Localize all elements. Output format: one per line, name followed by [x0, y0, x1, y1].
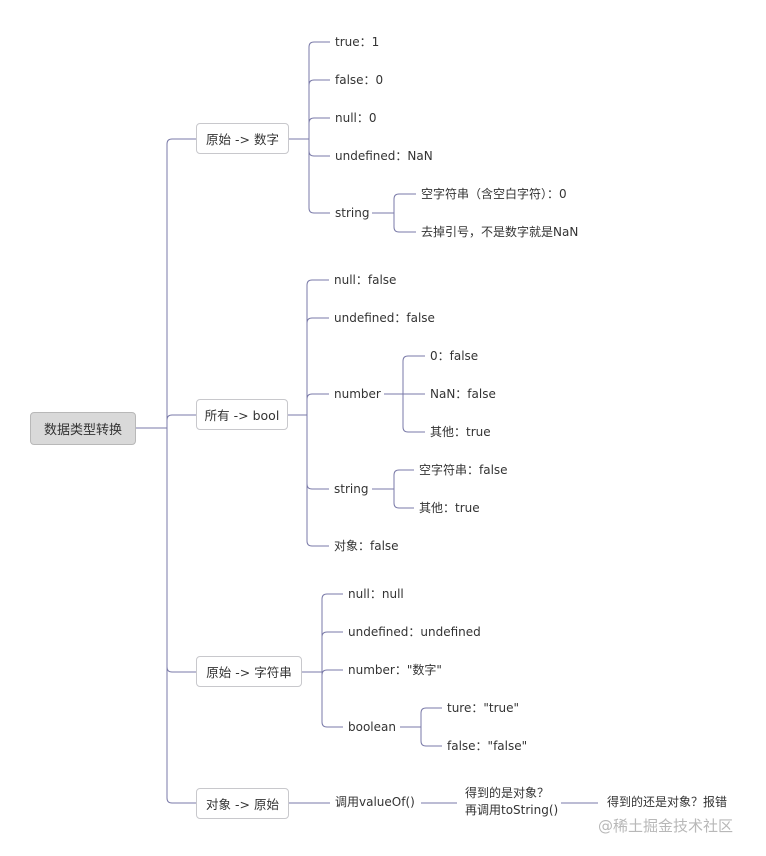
b2-edge-4 [306, 415, 329, 547]
b3-edge-3 [321, 672, 343, 728]
b1-item-true: true：1 [335, 35, 380, 49]
b2-string-child-other: 其他：true [419, 501, 480, 515]
b2-item-string: string [334, 482, 369, 496]
b1-edge-3 [308, 139, 330, 157]
b4-step-error: 得到的还是对象？报错 [607, 795, 728, 809]
b2-string-edge-0 [393, 469, 414, 489]
b2-number-child-other: 其他：true [430, 425, 491, 439]
b2-number-edge-0 [402, 355, 425, 394]
b1-string-child-strip: 去掉引号，不是数字就是NaN [421, 225, 579, 239]
b1-string-edge-0 [393, 193, 416, 213]
b1-item-false: false：0 [335, 73, 384, 87]
b2-edge-1 [306, 317, 329, 415]
b1-edge-0 [308, 41, 330, 139]
b2-edge-2 [306, 393, 329, 415]
b3-item-boolean: boolean [348, 720, 396, 734]
b3-item-number: number："数字" [348, 663, 442, 677]
b1-edge-4 [308, 139, 330, 214]
root-edge-2 [166, 428, 196, 673]
branch-object-to-primitive[interactable]: 对象 -> 原始 [196, 788, 289, 819]
b3-boolean-edge-1 [420, 727, 442, 747]
b1-item-null: null：0 [335, 111, 377, 125]
root-node[interactable]: 数据类型转换 [30, 412, 136, 445]
b3-item-null: null：null [348, 587, 404, 601]
b2-number-child-nan: NaN：false [430, 387, 496, 401]
b1-string-edge-1 [393, 213, 416, 233]
b4-step-tostring-line1: 得到的是对象？ [465, 786, 550, 800]
b2-string-child-empty: 空字符串：false [419, 463, 508, 477]
b1-item-undefined: undefined：NaN [335, 149, 433, 163]
b3-boolean-child-false: false："false" [447, 739, 528, 753]
b1-string-child-empty: 空字符串（含空白字符）：0 [421, 187, 567, 201]
b3-edge-1 [321, 631, 343, 672]
b3-boolean-edge-0 [420, 707, 442, 727]
b3-boolean-child-true: ture："true" [447, 701, 520, 715]
b3-edge-2 [321, 669, 343, 676]
root-edge-0 [166, 138, 196, 428]
b2-string-edge-1 [393, 489, 414, 509]
b4-step-valueof: 调用valueOf() [335, 795, 415, 809]
b2-edge-0 [306, 279, 329, 415]
b3-edge-0 [321, 593, 343, 672]
b3-item-undefined: undefined：undefined [348, 625, 481, 639]
watermark: @稀土掘金技术社区 [598, 817, 734, 835]
b2-item-object: 对象：false [334, 539, 399, 553]
b4-step-tostring-line2: 再调用toString() [465, 803, 559, 817]
b1-item-string: string [335, 206, 370, 220]
b1-edge-2 [308, 117, 330, 139]
b2-number-child-zero: 0：false [430, 349, 479, 363]
branch-primitive-to-number[interactable]: 原始 -> 数字 [196, 123, 289, 154]
root-edge-1 [166, 414, 196, 428]
b2-number-edge-2 [402, 394, 425, 433]
branch-primitive-to-string[interactable]: 原始 -> 字符串 [196, 656, 302, 687]
b2-item-number: number [334, 387, 381, 401]
branch-all-to-bool[interactable]: 所有 -> bool [196, 399, 288, 430]
b2-item-undefined: undefined：false [334, 311, 435, 325]
b2-item-null: null：false [334, 273, 397, 287]
b1-edge-1 [308, 79, 330, 139]
root-edge-3 [166, 428, 196, 804]
b2-edge-3 [306, 415, 329, 490]
